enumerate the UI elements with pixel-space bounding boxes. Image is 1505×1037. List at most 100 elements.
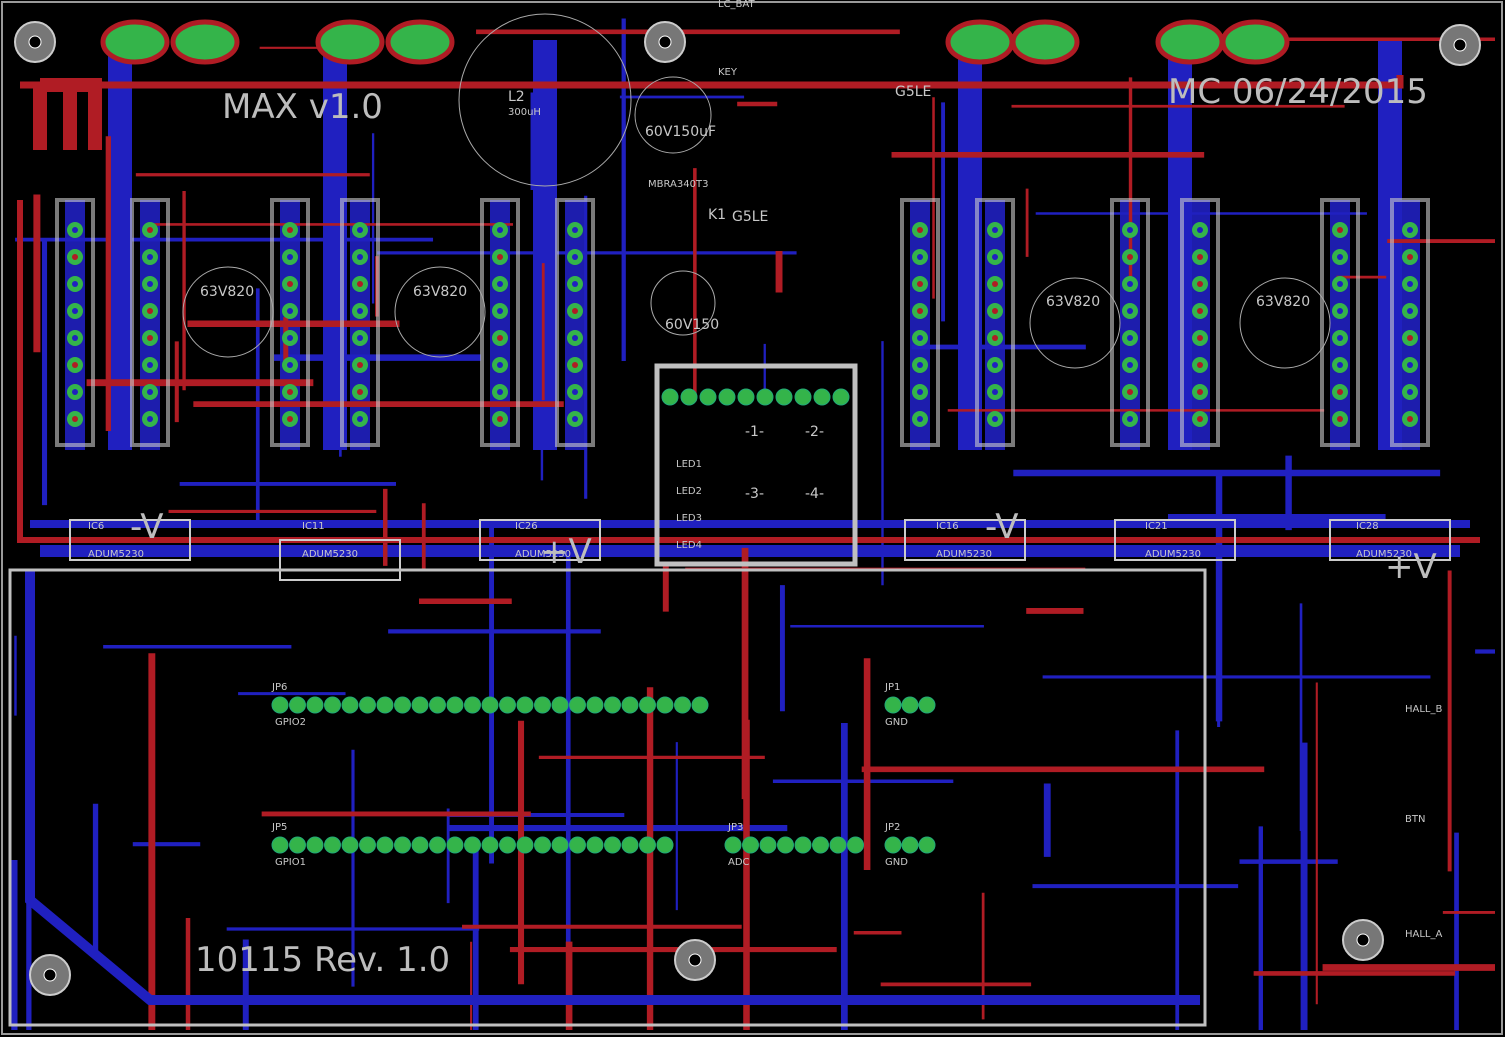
- drill: [1197, 254, 1203, 260]
- header-label: GPIO2: [275, 717, 306, 728]
- drill: [1127, 308, 1133, 314]
- terminal-pad: [170, 19, 240, 65]
- drill: [1407, 227, 1413, 233]
- header-pin: [569, 836, 586, 854]
- header-pin: [656, 836, 674, 854]
- drill: [917, 362, 923, 368]
- cap-outline: [650, 270, 716, 336]
- drill: [992, 335, 998, 341]
- cap-value-label: 63V820: [1046, 294, 1101, 310]
- board-title: MAX v1.0: [222, 87, 383, 127]
- header-pin: [680, 388, 698, 406]
- drill: [287, 389, 293, 395]
- header-pin: [534, 696, 551, 714]
- bus-trace: [40, 545, 1460, 557]
- header-pin: [813, 388, 831, 406]
- drill: [1197, 281, 1203, 287]
- drill: [992, 362, 998, 368]
- header-pin: [847, 836, 864, 854]
- header-pin: [359, 696, 376, 714]
- logo-mark: [33, 78, 102, 150]
- header-pin: [777, 836, 794, 854]
- drill: [287, 308, 293, 314]
- drill: [572, 389, 578, 395]
- header-pin: [481, 836, 499, 854]
- top-trace: [17, 200, 1480, 543]
- drill: [497, 281, 503, 287]
- mosfet-outline: [340, 198, 380, 447]
- header-pin: [794, 836, 812, 854]
- drill: [72, 416, 78, 422]
- button-label: -4-: [805, 486, 825, 502]
- header-pin: [429, 836, 446, 854]
- mounting-hole-drill: [1453, 38, 1467, 52]
- driver-ic-label: ADUM5230: [1145, 549, 1201, 560]
- power-column: [533, 40, 557, 450]
- header-pin: [499, 836, 516, 854]
- header-pin: [621, 836, 639, 854]
- drill: [72, 335, 78, 341]
- header-pin: [674, 696, 691, 714]
- drill: [1337, 389, 1343, 395]
- cap-value-label: 63V820: [413, 284, 468, 300]
- header-label: GND: [885, 717, 908, 728]
- header-pin: [324, 696, 341, 714]
- header-pin: [829, 836, 847, 854]
- driver-ic-label: ADUM5230: [302, 549, 358, 560]
- header-pin: [832, 388, 850, 406]
- header-pin: [775, 388, 793, 406]
- header-pin: [411, 836, 429, 854]
- relay-type-label: G5LE: [732, 209, 769, 225]
- pads-layer: [14, 19, 1481, 996]
- header-label: JP2: [885, 822, 901, 833]
- connector-label: HALL_A: [1405, 929, 1443, 940]
- drill: [497, 362, 503, 368]
- header-pin: [604, 696, 621, 714]
- power-column: [108, 40, 132, 450]
- bottom-copper-layer: [11, 18, 1495, 1030]
- drill: [1127, 389, 1133, 395]
- drill: [287, 335, 293, 341]
- header-pin: [718, 388, 736, 406]
- rail-label: +V: [1385, 547, 1437, 587]
- header-pin: [724, 836, 742, 854]
- header-pin: [429, 696, 446, 714]
- rail-label: -V: [130, 507, 164, 547]
- ic-outline: [904, 519, 1026, 561]
- header-pin: [341, 836, 359, 854]
- cap-value-label: 63V820: [200, 284, 255, 300]
- mosfet-outline: [1320, 198, 1360, 447]
- header-pin: [516, 696, 534, 714]
- header-pin: [901, 696, 919, 714]
- drill: [917, 389, 923, 395]
- header-pin: [289, 696, 306, 714]
- drill: [287, 416, 293, 422]
- drill: [147, 389, 153, 395]
- header-pin: [289, 836, 306, 854]
- header-pin: [699, 388, 717, 406]
- header-pin: [534, 836, 551, 854]
- ic-ref-label: IC21: [1145, 521, 1168, 532]
- header-label: ADC: [728, 857, 750, 868]
- header-pin: [737, 388, 755, 406]
- ic-ref-label: IC16: [936, 521, 959, 532]
- drill: [287, 362, 293, 368]
- diode-label: MBRA340T3: [648, 179, 709, 190]
- led-label: LED1: [676, 459, 702, 470]
- header-pin: [918, 696, 936, 714]
- relay-label: K1: [708, 207, 727, 223]
- drill: [1127, 362, 1133, 368]
- drill: [572, 281, 578, 287]
- drill: [1337, 227, 1343, 233]
- header-pin: [901, 836, 919, 854]
- controller-outline: [8, 568, 1207, 1027]
- header-pin: [661, 388, 679, 406]
- drill: [1337, 335, 1343, 341]
- header-pin: [884, 696, 902, 714]
- header-label: JP1: [885, 682, 901, 693]
- drill: [72, 308, 78, 314]
- header-pin: [759, 836, 777, 854]
- header-pin: [324, 836, 341, 854]
- top-trace: [20, 75, 1404, 89]
